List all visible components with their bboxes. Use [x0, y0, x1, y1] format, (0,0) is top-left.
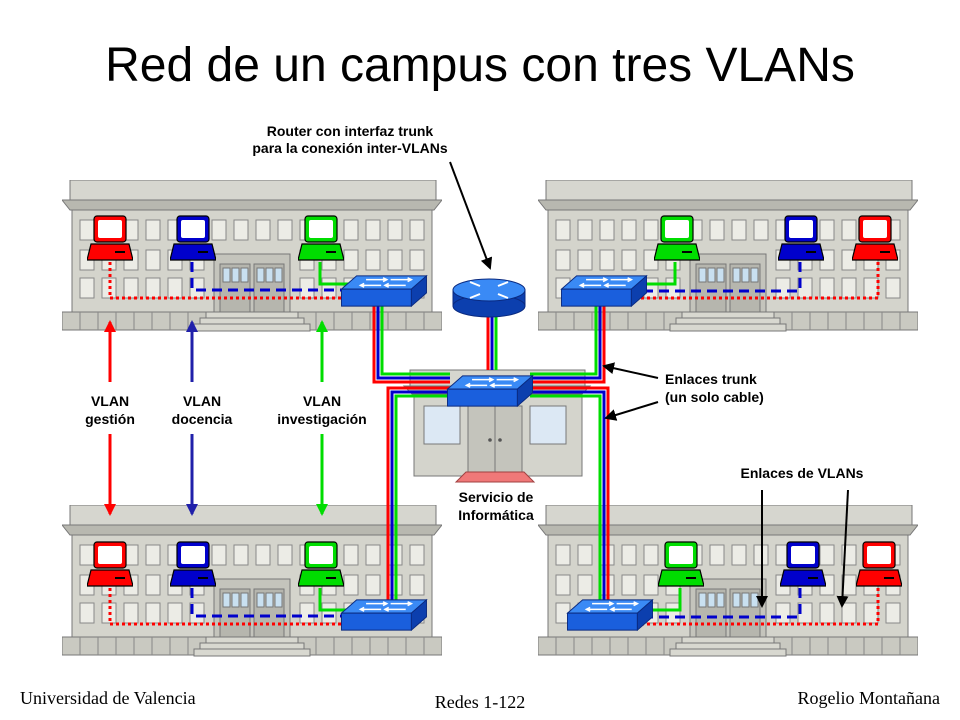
footer-center: Redes 1-122: [434, 692, 526, 712]
trunk-label-1: Enlaces trunk: [665, 371, 757, 387]
service-label-1: Servicio de: [459, 489, 534, 505]
pc-blue-tl: [170, 215, 216, 261]
vlan-gestion-label-1: VLAN: [91, 393, 129, 409]
pc-red-tl: [87, 215, 133, 261]
switch-top-left: [340, 275, 428, 307]
switch-bottom-left: [340, 599, 428, 631]
switch-top-right: [560, 275, 648, 307]
pc-blue-bl: [170, 541, 216, 587]
slide-title: Red de un campus con tres VLANs: [105, 39, 855, 92]
vlan-investigacion-label-2: investigación: [277, 411, 366, 427]
switch-bottom-right: [566, 599, 654, 631]
trunk-label-2: (un solo cable): [665, 389, 764, 405]
vlan-investigacion-label-1: VLAN: [303, 393, 341, 409]
pc-green-bl: [298, 541, 344, 587]
pc-blue-br: [780, 541, 826, 587]
vlan-gestion-label-2: gestión: [85, 411, 135, 427]
vlan-docencia-label-1: VLAN: [183, 393, 221, 409]
vlan-arrows: [104, 320, 328, 516]
switch-central: [446, 375, 534, 407]
footer-left: Universidad de Valencia: [20, 688, 196, 708]
vlan-links-label: Enlaces de VLANs: [741, 465, 864, 481]
router: [452, 278, 526, 318]
annotation-arrows: [449, 161, 849, 608]
pc-green-tl: [298, 215, 344, 261]
pc-red-br: [856, 541, 902, 587]
vlan-docencia-label-2: docencia: [172, 411, 233, 427]
router-label-1: Router con interfaz trunk: [267, 123, 434, 139]
pc-green-tr: [654, 215, 700, 261]
trunk-links: [372, 300, 610, 608]
footer-right: Rogelio Montañana: [797, 688, 940, 708]
pc-red-bl: [87, 541, 133, 587]
router-label-2: para la conexión inter-VLANs: [252, 140, 447, 156]
pc-blue-tr: [778, 215, 824, 261]
vlan-access-links: [108, 262, 880, 626]
pc-green-br: [658, 541, 704, 587]
pc-red-tr: [852, 215, 898, 261]
service-label-2: Informática: [458, 507, 534, 523]
